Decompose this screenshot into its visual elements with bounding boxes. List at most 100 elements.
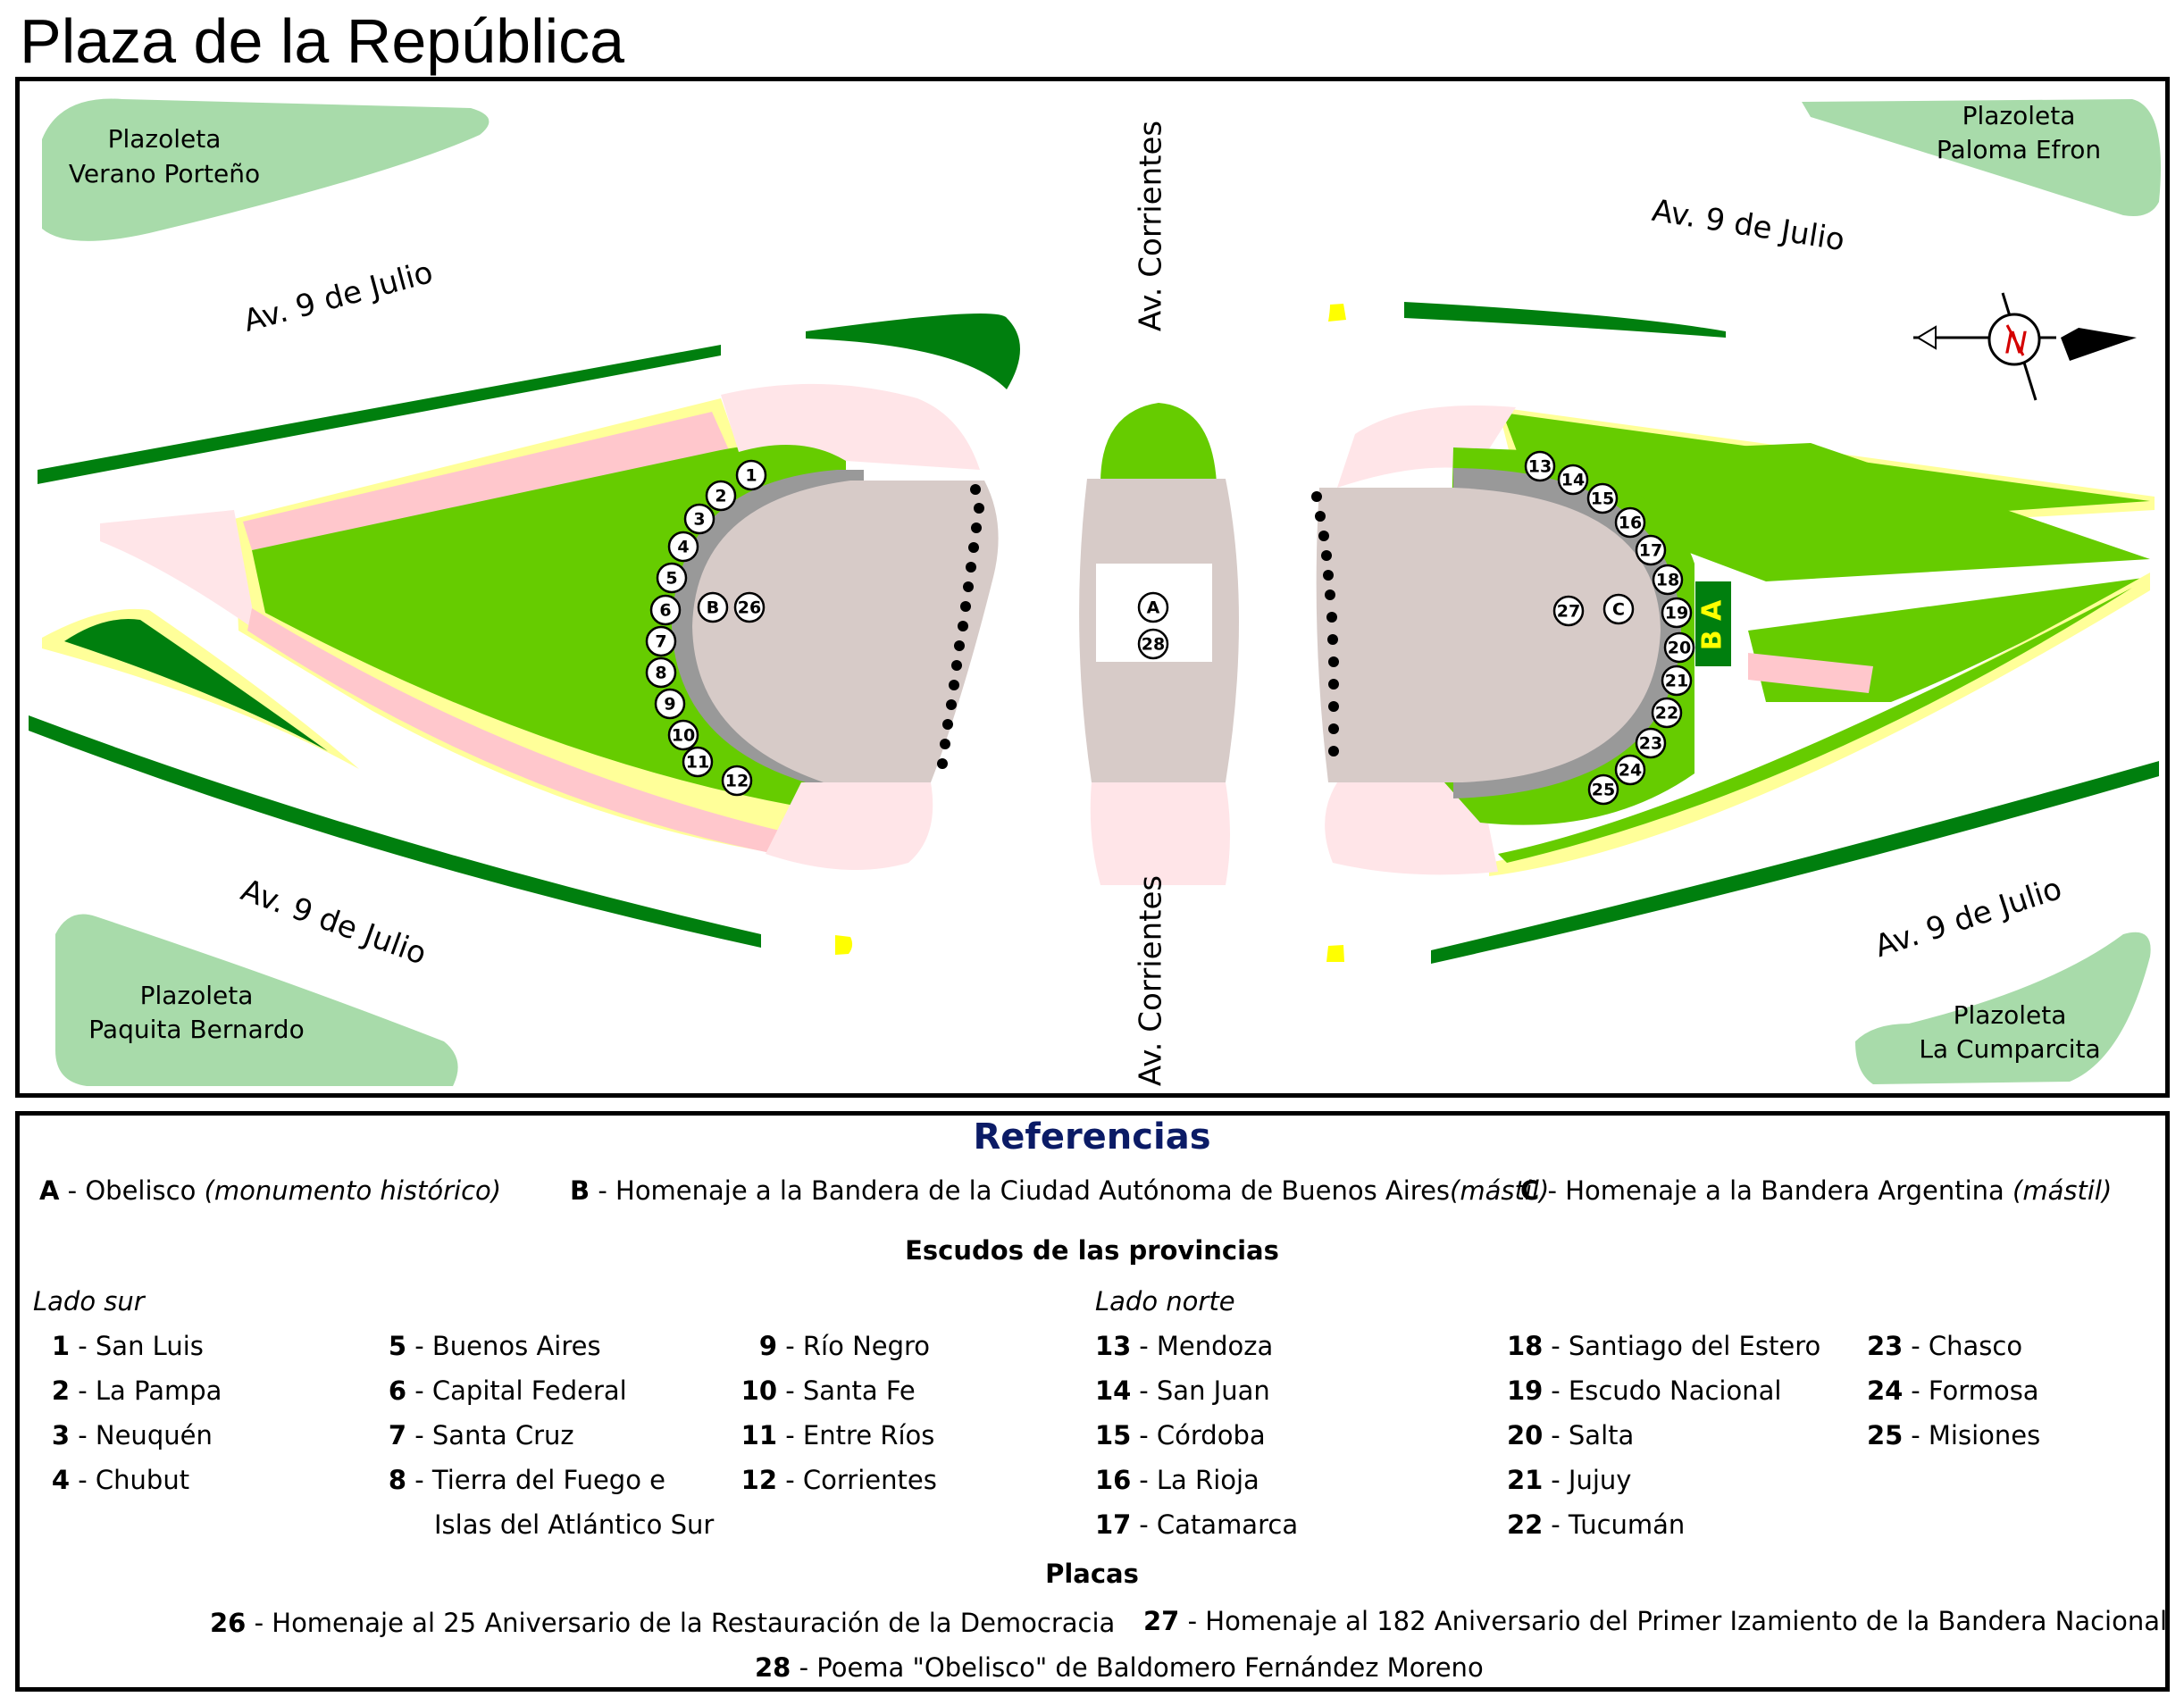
marker-circle: [721, 765, 753, 797]
marker-label: 20: [1668, 639, 1691, 658]
west-pink-path-lower: [247, 608, 783, 854]
legend-sur-3: 3 - Neuquén: [25, 1420, 213, 1450]
legend-item-b: B - Homenaje a la Bandera de la Ciudad A…: [570, 1175, 1549, 1206]
tree-dot: [958, 621, 968, 631]
compass: [1913, 292, 2137, 401]
legend-number: 21: [1507, 1465, 1544, 1495]
lado-sur-heading: Lado sur: [33, 1286, 145, 1317]
tree-dot: [949, 680, 959, 690]
legend-sur-9: 9 - Río Negro: [732, 1331, 930, 1361]
placa-26: 26 - Homenaje al 25 Aniversario de la Re…: [210, 1608, 1115, 1638]
placa-28: 28 - Poema "Obelisco" de Baldomero Ferná…: [755, 1652, 1484, 1683]
legend-number: 9: [758, 1331, 777, 1361]
tree-dot: [974, 503, 984, 514]
legend-norte-20: 20 - Salta: [1507, 1420, 1634, 1450]
legend-norte-21: 21 - Jujuy: [1507, 1465, 1631, 1495]
legend-number: 18: [1507, 1331, 1544, 1361]
marker-label: 10: [672, 726, 695, 746]
marker-label: B: [707, 598, 719, 618]
legend-name: - Río Negro: [777, 1331, 931, 1361]
marker-circle: [697, 591, 729, 623]
marker-circle: [1137, 591, 1169, 623]
legend-name: - Capital Federal: [406, 1375, 627, 1406]
legend-frame: [15, 1111, 2170, 1692]
tree-dot: [1327, 634, 1338, 645]
marker-label: 6: [659, 601, 671, 621]
placa-26-text: - Homenaje al 25 Aniversario de la Resta…: [246, 1608, 1116, 1638]
legend-norte-13: 13 - Mendoza: [1095, 1331, 1273, 1361]
plazoleta-paloma-efron-shape: [1802, 99, 2161, 216]
marker-circle: [1635, 534, 1667, 566]
marker-20: 20: [1663, 631, 1695, 664]
marker-5: 5: [656, 562, 688, 594]
legend-name: - Escudo Nacional: [1543, 1375, 1782, 1406]
marker-label: 8: [655, 664, 666, 683]
center-pink-bottom: [1090, 782, 1230, 885]
legend-sur-10: 10 - Santa Fe: [732, 1375, 916, 1406]
marker-10: 10: [667, 719, 699, 751]
marker-label: 15: [1591, 489, 1614, 509]
legend-name: - San Luis: [70, 1331, 204, 1361]
marker-label: 1: [745, 466, 757, 486]
legend-name: - Santa Fe: [777, 1375, 916, 1406]
legend-number: 2: [51, 1375, 70, 1406]
tree-dot: [954, 640, 965, 651]
plazoleta-la-cumparcita-shape: [1855, 932, 2151, 1084]
legend-sur-11: 11 - Entre Ríos: [732, 1420, 935, 1450]
marker-label: 13: [1528, 457, 1552, 477]
marker-circle: [705, 480, 737, 512]
median-strip-nw-curve: [806, 313, 1020, 389]
west-pink-path: [243, 412, 730, 550]
marker-circle: [645, 656, 677, 689]
marker-circle: [1552, 595, 1585, 627]
marker-1: 1: [735, 459, 767, 491]
sur-8-continuation: Islas del Atlántico Sur: [434, 1509, 715, 1540]
legend-number: 25: [1867, 1420, 1904, 1450]
marker-circle: [654, 688, 686, 720]
marker-circle: [656, 562, 688, 594]
marker-label: 3: [693, 510, 705, 530]
legend-name: - Santa Cruz: [406, 1420, 574, 1450]
marker-25: 25: [1587, 773, 1619, 806]
legend-name: - Buenos Aires: [406, 1331, 601, 1361]
legend-number: 16: [1095, 1465, 1132, 1495]
marker-11: 11: [682, 746, 714, 778]
legend-number: 7: [388, 1420, 406, 1450]
tree-dot: [1328, 679, 1339, 690]
legend-text-c: - Homenaje a la Bandera Argentina: [1539, 1175, 2013, 1206]
center-green-top: [1100, 403, 1217, 483]
tree-dot: [1328, 656, 1339, 667]
yellow-mark-se: [1326, 945, 1344, 962]
marker-b: B: [697, 591, 729, 623]
placa-28-num: 28: [755, 1652, 791, 1683]
legend-norte-23: 23 - Chasco: [1867, 1331, 2022, 1361]
marker-24: 24: [1614, 754, 1646, 786]
legend-name: - Corrientes: [777, 1465, 937, 1495]
marker-17: 17: [1635, 534, 1667, 566]
legend-number: 1: [51, 1331, 70, 1361]
legend-name: - Santiago del Estero: [1543, 1331, 1821, 1361]
tree-dot: [971, 522, 982, 533]
marker-label: 12: [725, 772, 749, 791]
median-strip-nw: [38, 345, 721, 484]
legend-text-b: - Homenaje a la Bandera de la Ciudad Aut…: [590, 1175, 1451, 1206]
escudos-heading: Escudos de las provincias: [905, 1235, 1279, 1266]
legend-name: - Chubut: [70, 1465, 190, 1495]
marker-8: 8: [645, 656, 677, 689]
flag-box-label: B A: [1697, 599, 1728, 650]
tree-dot: [1323, 570, 1334, 581]
legend-name: - Tierra del Fuego e: [406, 1465, 665, 1495]
legend-number: 8: [388, 1465, 406, 1495]
marker-19: 19: [1661, 597, 1693, 629]
marker-circle: [1661, 597, 1693, 629]
tree-dot: [968, 542, 979, 553]
legend-norte-14: 14 - San Juan: [1095, 1375, 1270, 1406]
marker-label: 14: [1561, 471, 1585, 490]
marker-circle: [1137, 628, 1169, 660]
median-strip-ne: [1404, 302, 1726, 338]
marker-label: 26: [738, 598, 761, 618]
west-pink-tip: [100, 510, 256, 631]
marker-circle: [1661, 665, 1693, 697]
plazoleta-paloma-efron-label-2: Paloma Efron: [1937, 135, 2101, 164]
legend-note-c: (mástil): [2012, 1175, 2113, 1206]
